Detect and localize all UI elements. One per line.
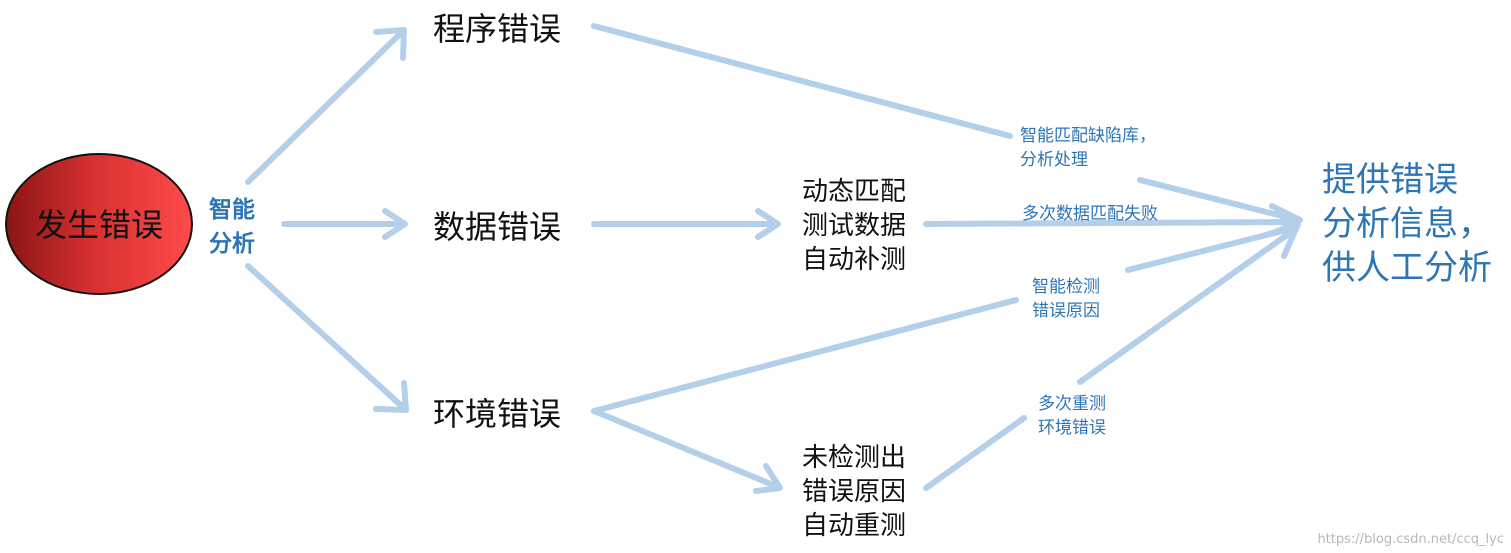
data-action-line1: 动态匹配 xyxy=(802,177,906,207)
env-action-line1: 未检测出 xyxy=(802,443,906,473)
edge-label-env-retest: 多次重测 环境错误 xyxy=(1038,394,1106,438)
edge-label-env-retest-line2: 环境错误 xyxy=(1038,418,1106,438)
edge-label-program-line1: 智能匹配缺陷库， xyxy=(1020,126,1156,146)
edge-label-env-retest-line1: 多次重测 xyxy=(1038,394,1106,414)
edge-label-program: 智能匹配缺陷库， 分析处理 xyxy=(1020,126,1156,170)
data-action-node: 动态匹配 测试数据 自动补测 xyxy=(802,177,906,275)
edge-label-env-detect: 智能检测 错误原因 xyxy=(1032,277,1100,321)
result-line3: 供人工分析 xyxy=(1322,248,1492,288)
env-action-line3: 自动重测 xyxy=(802,511,906,541)
result-line2: 分析信息， xyxy=(1322,204,1492,244)
arrow-env-action-to-result xyxy=(923,221,1301,491)
analysis-label: 智能 分析 xyxy=(209,196,255,257)
edge-label-data: 多次数据匹配失败 xyxy=(1022,204,1158,224)
arrow-start-to-program xyxy=(245,27,407,185)
result-node: 提供错误 分析信息， 供人工分析 xyxy=(1322,160,1492,288)
arrow-env-to-result xyxy=(591,225,1297,414)
category-data: 数据错误 xyxy=(433,208,561,246)
env-action-line2: 错误原因 xyxy=(802,477,906,507)
edge-label-program-line2: 分析处理 xyxy=(1020,150,1088,170)
arrow-env-to-action xyxy=(591,408,783,494)
arrow-start-to-env xyxy=(245,263,409,413)
data-action-line2: 测试数据 xyxy=(802,211,906,241)
arrow-data-to-action xyxy=(591,208,781,240)
start-label: 发生错误 xyxy=(35,206,163,244)
category-env: 环境错误 xyxy=(433,395,561,433)
analysis-label-line2: 分析 xyxy=(209,231,255,257)
arrow-start-to-data xyxy=(281,208,408,240)
arrow-program-to-result xyxy=(591,23,1303,235)
result-line1: 提供错误 xyxy=(1322,160,1458,200)
start-node: 发生错误 xyxy=(5,153,193,295)
category-program: 程序错误 xyxy=(433,10,561,48)
arrow-data-action-to-result xyxy=(923,219,1299,227)
watermark: https://blog.csdn.net/ccq_lyc xyxy=(1317,532,1504,547)
data-action-line3: 自动补测 xyxy=(802,245,906,275)
edge-label-env-detect-line2: 错误原因 xyxy=(1032,301,1100,321)
analysis-label-line1: 智能 xyxy=(209,196,255,223)
env-action-node: 未检测出 错误原因 自动重测 xyxy=(802,443,906,541)
start-ellipse xyxy=(5,153,193,295)
edge-label-env-detect-line1: 智能检测 xyxy=(1032,277,1100,297)
